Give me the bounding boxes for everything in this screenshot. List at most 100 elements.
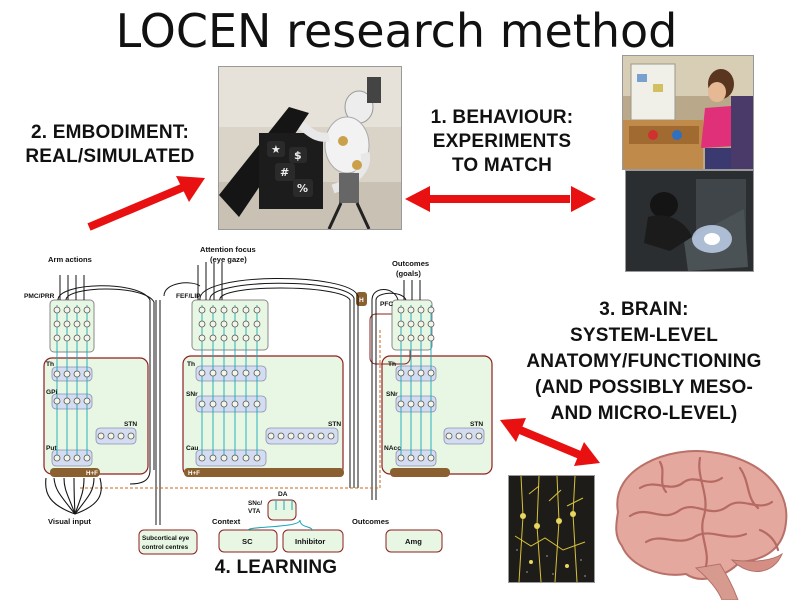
neuron-node — [83, 306, 91, 314]
neuron-node — [231, 306, 239, 314]
hub-box — [356, 292, 367, 306]
neuron-node — [83, 397, 91, 405]
neuron-node — [198, 454, 206, 462]
arm-put-label: Put — [46, 445, 57, 452]
neuron-node — [83, 320, 91, 328]
neuron-node — [253, 454, 261, 462]
model-nodes — [53, 306, 483, 462]
eye-cau-layer — [195, 449, 267, 467]
neuron-node — [427, 369, 435, 377]
neuron-node — [198, 334, 206, 342]
da-box — [267, 499, 297, 521]
neuron-node — [417, 334, 425, 342]
neuron-node — [198, 306, 206, 314]
brain-caption: 3. BRAIN: SYSTEM-LEVEL ANATOMY/FUNCTIONI… — [496, 297, 792, 427]
neuron-node — [242, 454, 250, 462]
neuron-node — [127, 432, 135, 440]
neuron-node — [231, 454, 239, 462]
neuron-node — [417, 400, 425, 408]
child-dark-experiment-photo — [625, 170, 754, 272]
behaviour-arrow — [405, 186, 596, 212]
neuron-node — [242, 306, 250, 314]
arm-hf-label: H+F — [86, 470, 98, 477]
caption-line: 2. EMBODIMENT: — [31, 122, 189, 143]
neuron-node — [407, 400, 415, 408]
neuron-node — [63, 334, 71, 342]
neuron-node — [307, 432, 315, 440]
dashed-feedback-line — [80, 330, 381, 489]
eye-snr-label: SNr — [186, 391, 198, 398]
neuron-node — [397, 400, 405, 408]
caption-line: (AND POSSIBLY MESO- — [534, 377, 754, 398]
arm-th-label: Th — [46, 361, 54, 368]
goal-nacc-layer — [395, 449, 437, 467]
neuron-node — [198, 369, 206, 377]
inhibitor-box — [282, 529, 344, 553]
caption-line: TO MATCH — [451, 155, 553, 176]
neuron-node — [63, 397, 71, 405]
neuron-node — [242, 400, 250, 408]
neuron-node — [231, 369, 239, 377]
neuron-node — [209, 369, 217, 377]
neuron-node — [267, 432, 275, 440]
caption-line: 3. BRAIN: — [599, 299, 689, 320]
neuron-node — [220, 334, 228, 342]
neuron-node — [427, 454, 435, 462]
neuron-node — [397, 320, 405, 328]
neuron-node — [427, 306, 435, 314]
eye-hf-label: H+F — [188, 470, 200, 477]
eye-snr-layer — [195, 395, 267, 413]
neuron-node — [198, 400, 206, 408]
neuron-node — [231, 400, 239, 408]
hub-label: H — [359, 297, 364, 304]
neuron-node — [209, 400, 217, 408]
neuron-node — [117, 432, 125, 440]
neuron-node — [253, 306, 261, 314]
neuron-node — [397, 306, 405, 314]
neuron-node — [83, 370, 91, 378]
neuron-node — [53, 370, 61, 378]
neuron-node — [407, 306, 415, 314]
neuron-node — [53, 306, 61, 314]
neuron-node — [73, 370, 81, 378]
pmc-label: PMC/PRR — [24, 293, 55, 300]
neuron-node — [209, 320, 217, 328]
neuron-node — [53, 397, 61, 405]
attention-label: Attention focus — [200, 245, 256, 254]
arm-actions-label: Arm actions — [48, 255, 92, 264]
neuron-node — [427, 400, 435, 408]
neuron-node — [397, 454, 405, 462]
embodiment-caption: 2. EMBODIMENT: REAL/SIMULATED — [4, 121, 216, 169]
subcortical-label: control centres — [142, 544, 189, 551]
neuron-node — [317, 432, 325, 440]
robot-key: ★ — [271, 143, 281, 156]
neuron-node — [220, 306, 228, 314]
neuron-node — [73, 397, 81, 405]
learning-caption: 4. LEARNING — [214, 557, 338, 578]
neuron-node — [220, 369, 228, 377]
snc-label: SNc/ — [248, 500, 262, 507]
neuron-node — [253, 400, 261, 408]
neuron-node — [455, 432, 463, 440]
subcortical-box — [138, 529, 198, 555]
neuron-node — [198, 320, 206, 328]
eye-cau-label: Cau — [186, 445, 198, 452]
neuron-node — [83, 454, 91, 462]
neuron-node — [63, 320, 71, 328]
embodiment-arrow — [87, 176, 205, 231]
neuron-node — [427, 334, 435, 342]
neuron-node — [327, 432, 335, 440]
amg-box — [385, 529, 443, 553]
neuron-node — [417, 306, 425, 314]
subcortical-label: Subcortical eye — [142, 535, 190, 542]
outcomes-top-label: (goals) — [396, 269, 421, 278]
eye-stn-label: STN — [328, 421, 341, 428]
neuron-node — [407, 320, 415, 328]
neuron-node — [73, 306, 81, 314]
neuron-node — [209, 454, 217, 462]
caption-line: ANATOMY/FUNCTIONING — [526, 351, 762, 372]
robot-key: $ — [294, 149, 302, 162]
neuron-node — [475, 432, 483, 440]
neuron-node — [63, 306, 71, 314]
